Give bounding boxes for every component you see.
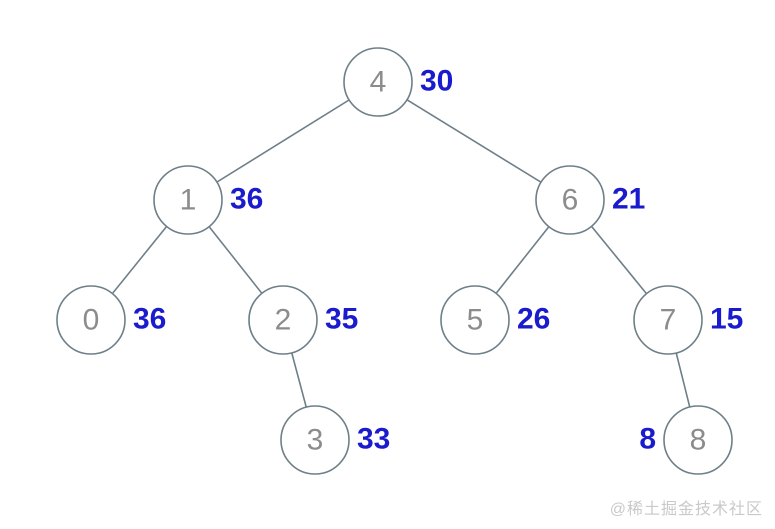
node-value-6: 21	[612, 183, 645, 216]
node-label-6: 6	[562, 184, 579, 217]
node-value-5: 26	[517, 303, 550, 336]
node-label-1: 1	[180, 184, 197, 217]
node-value-7: 15	[710, 303, 743, 336]
node-circle-0	[56, 285, 126, 355]
node-label-3: 3	[307, 424, 324, 457]
node-circle-2	[248, 285, 318, 355]
tree-edge-4-1	[187, 81, 379, 201]
node-value-0: 36	[133, 303, 166, 336]
node-circle-8	[663, 405, 733, 475]
node-value-4: 30	[420, 65, 453, 98]
tree-node-8: 88	[639, 405, 733, 475]
tree-node-1: 1 36	[153, 165, 263, 235]
node-label-8: 8	[690, 424, 707, 457]
node-label-7: 7	[660, 304, 677, 337]
tree-node-0: 0 36	[56, 285, 166, 355]
node-circle-6	[535, 165, 605, 235]
node-value-8: 8	[639, 423, 656, 456]
node-circle-3	[280, 405, 350, 475]
node-value-2: 35	[325, 303, 358, 336]
tree-node-6: 6 21	[535, 165, 645, 235]
node-value-3: 33	[357, 423, 390, 456]
tree-node-4: 4 30	[343, 47, 453, 117]
node-circle-4	[343, 47, 413, 117]
node-circle-7	[633, 285, 703, 355]
node-label-2: 2	[275, 304, 292, 337]
node-label-0: 0	[83, 304, 100, 337]
tree-node-7: 7 15	[633, 285, 743, 355]
tree-node-2: 2 35	[248, 285, 358, 355]
node-value-1: 36	[230, 183, 263, 216]
node-label-5: 5	[467, 304, 484, 337]
node-label-4: 4	[370, 66, 387, 99]
node-circle-5	[440, 285, 510, 355]
watermark: @稀土掘金技术社区	[609, 501, 763, 518]
node-circle-1	[153, 165, 223, 235]
tree-edge-4-6	[377, 81, 571, 201]
tree-node-5: 5 26	[440, 285, 550, 355]
